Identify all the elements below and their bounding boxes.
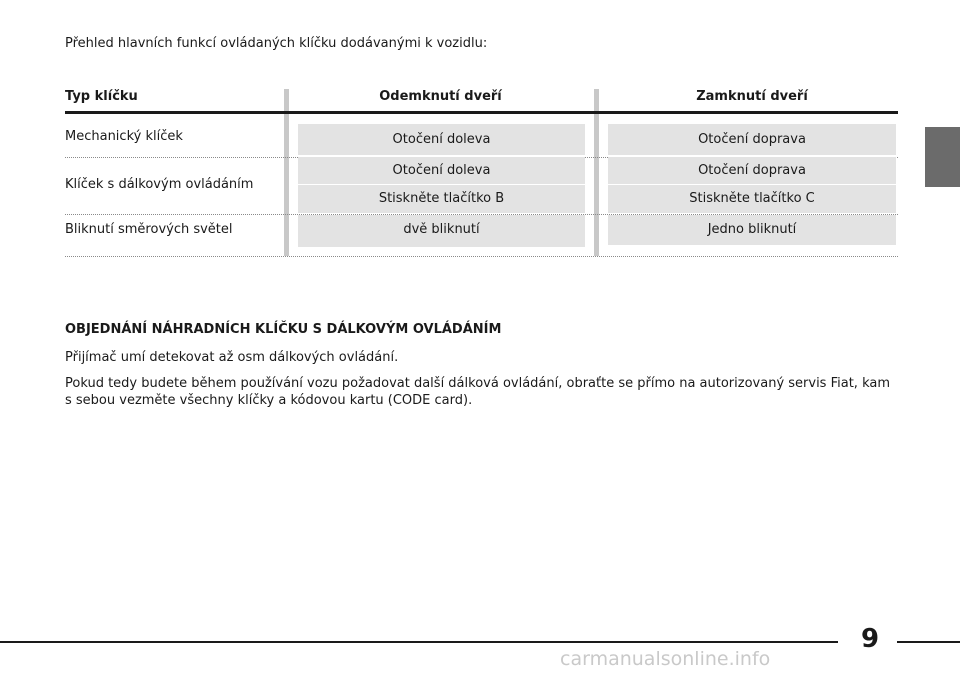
- header-unlock: Odemknutí dveří: [379, 89, 502, 104]
- lock-cell: Jedno bliknutí: [608, 215, 896, 245]
- paragraph: Přijímač umí detekovat až osm dálkových …: [65, 350, 399, 365]
- cell-separator: [298, 184, 585, 185]
- cell-text: Stiskněte tlačítko C: [689, 191, 815, 206]
- paragraph: Pokud tedy budete během používání vozu p…: [65, 376, 890, 408]
- section-heading: OBJEDNÁNÍ NÁHRADNÍCH KLÍČKU S DÁLKOVÝM O…: [65, 322, 502, 337]
- cell-text: Otočení doprava: [698, 132, 806, 147]
- column-divider: [284, 89, 289, 256]
- column-divider: [594, 89, 599, 256]
- row-label: Klíček s dálkovým ovládáním: [65, 177, 254, 192]
- lock-cell: Otočení doprava: [608, 124, 896, 155]
- cell-text: dvě bliknutí: [403, 222, 480, 237]
- unlock-cell: Otočení doleva Stiskněte tlačítko B: [298, 157, 585, 213]
- section-tab: [925, 127, 960, 187]
- cell-text: Otočení doprava: [698, 163, 806, 178]
- page-number: 9: [860, 624, 880, 654]
- footer-rule: [0, 641, 838, 643]
- cell-text: Stiskněte tlačítko B: [378, 191, 505, 206]
- lock-cell: Otočení doprava Stiskněte tlačítko C: [608, 157, 896, 213]
- row-divider: [65, 214, 898, 215]
- cell-text: Jedno bliknutí: [707, 222, 797, 237]
- unlock-cell: dvě bliknutí: [298, 215, 585, 247]
- row-label: Mechanický klíček: [65, 129, 183, 144]
- unlock-cell: Otočení doleva: [298, 124, 585, 155]
- header-key-type: Typ klíčku: [65, 89, 138, 104]
- cell-separator: [608, 184, 896, 185]
- table-bottom-rule: [65, 256, 898, 257]
- cell-text: Otočení doleva: [392, 132, 491, 147]
- intro-text: Přehled hlavních funkcí ovládaných klíčk…: [65, 36, 488, 51]
- footer-rule: [897, 641, 960, 643]
- cell-text: Otočení doleva: [392, 163, 491, 178]
- watermark: carmanualsonline.info: [560, 648, 771, 670]
- table-header-rule: [65, 111, 898, 114]
- header-lock: Zamknutí dveří: [696, 89, 808, 104]
- row-label: Bliknutí směrových světel: [65, 222, 233, 237]
